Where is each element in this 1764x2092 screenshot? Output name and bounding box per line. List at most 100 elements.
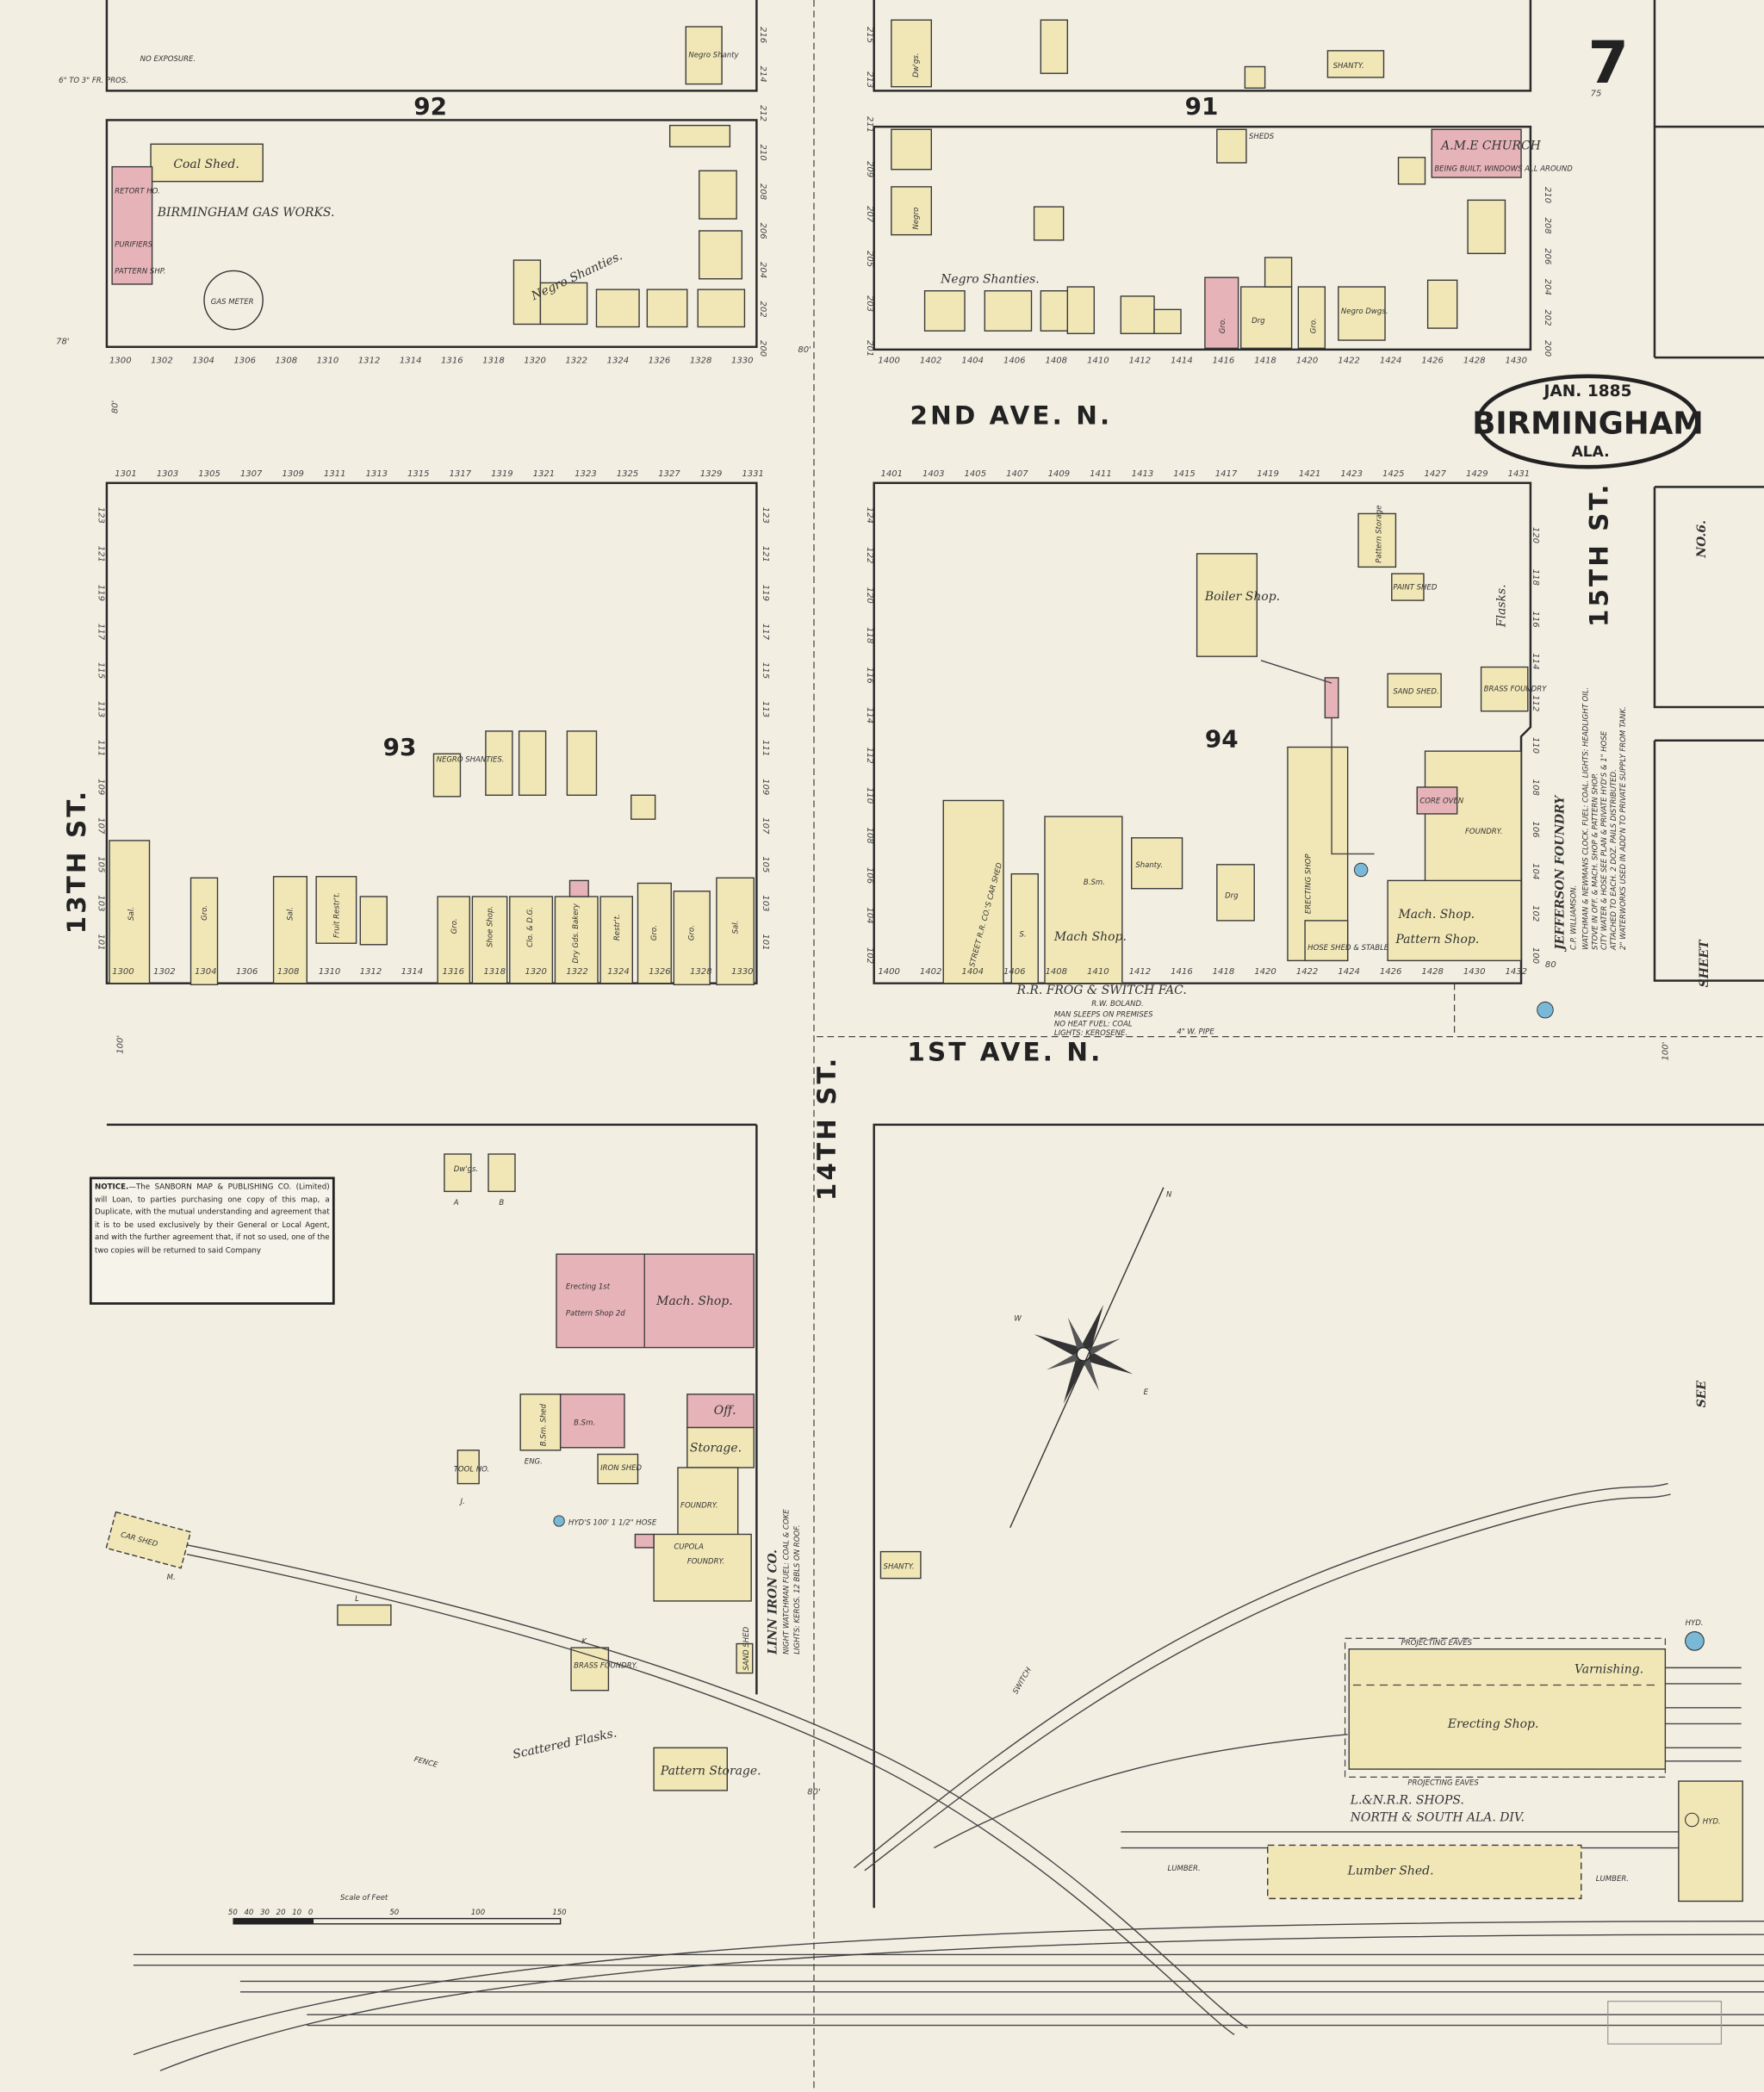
building-grocery[interactable] [637,882,672,984]
building-brass-foundry[interactable] [1480,666,1529,712]
building[interactable] [1264,257,1293,288]
building-foundry[interactable] [1424,750,1522,885]
building-restaurant[interactable] [599,896,634,984]
building[interactable] [699,170,737,220]
building-pattern-storage[interactable] [653,1747,728,1791]
building[interactable] [923,290,966,332]
building[interactable] [891,186,933,236]
building-hose-shed[interactable] [1304,920,1349,962]
label-sheet[interactable]: SHEET [1698,939,1711,987]
building-erecting-shop[interactable] [1348,1648,1667,1770]
building-oven[interactable] [568,879,589,897]
building-coal-shed[interactable] [150,143,264,183]
building[interactable] [359,896,388,946]
building[interactable] [668,124,731,148]
building-sand-shed[interactable] [736,1642,754,1674]
house-number: 118 [865,627,874,643]
building[interactable] [539,282,588,326]
building[interactable] [1010,872,1039,984]
label: Erecting 1st [566,1282,611,1291]
building-grocery[interactable] [673,891,711,985]
building-office[interactable] [686,1394,755,1429]
building-grocery[interactable] [437,896,471,984]
building-tank[interactable] [1324,677,1339,719]
building-dwelling[interactable] [1240,286,1293,350]
label-see[interactable]: SEE [1695,1381,1709,1408]
building-dry-goods-bakery[interactable] [554,896,599,984]
building-negro-shanty[interactable] [685,26,723,85]
building-shanty[interactable] [1326,50,1385,78]
building-sand-shed[interactable] [1387,673,1442,708]
building-fruit-restaurant[interactable] [315,876,357,944]
building-saloon[interactable] [716,877,755,985]
building-storage[interactable] [686,1426,755,1468]
building-ame-church[interactable] [1431,128,1522,178]
building-mach-shop[interactable] [556,1253,755,1349]
building-tool-house[interactable] [457,1450,480,1485]
building-saloon[interactable] [272,876,308,984]
building[interactable] [646,289,688,328]
label-sheet-no6[interactable]: NO.6. [1695,520,1709,558]
building-iron-shed[interactable] [597,1453,639,1485]
building-engine[interactable] [634,1533,655,1549]
building[interactable] [697,289,746,328]
building-shanty[interactable] [879,1550,922,1580]
building-core-oven[interactable] [1416,786,1458,815]
building[interactable] [485,730,513,796]
building-gas-works-retort[interactable] [111,165,153,285]
house-number: 103 [96,895,106,911]
building-car-shed[interactable] [105,1511,192,1569]
building[interactable] [1120,295,1155,334]
building[interactable] [630,794,656,820]
track [934,1667,1742,1849]
building-shanty[interactable] [1130,837,1183,890]
building-shoe-shop[interactable] [471,896,508,984]
building-paint-shed[interactable] [1391,573,1425,601]
building[interactable] [518,730,547,796]
building-boiler-shop[interactable] [1196,553,1258,657]
building-dwelling-b[interactable] [488,1153,516,1193]
building[interactable] [699,230,743,280]
building[interactable] [891,128,933,171]
building[interactable] [1066,286,1096,334]
building-dwelling-a[interactable] [444,1153,472,1193]
building[interactable] [566,730,598,796]
building[interactable] [1040,19,1069,74]
building-mach-pattern-shop[interactable] [1387,879,1522,962]
building-east[interactable] [1678,1780,1743,1903]
building-blacksmith[interactable] [559,1394,625,1449]
building-clothing[interactable] [509,896,554,984]
building-saloon[interactable] [109,840,151,984]
building-brass-foundry[interactable] [570,1647,610,1692]
house-number: 1309 [282,469,304,479]
building-foundry[interactable] [677,1467,739,1542]
building-lumber-shed[interactable] [1267,1844,1582,1900]
building-l[interactable] [337,1604,392,1626]
label: NEGRO SHANTIES. [437,756,505,765]
car-shed-m[interactable]: CAR SHED [105,1511,192,1569]
building[interactable] [1426,279,1458,329]
building[interactable] [1153,308,1182,334]
building[interactable] [1244,65,1266,89]
label: LIGHTS: KEROSENE. [1054,1029,1127,1038]
building-street-rr-car-shed[interactable] [942,799,1004,984]
building[interactable] [1397,157,1426,185]
label-gas-works: BIRMINGHAM GAS WORKS. [157,206,335,220]
building[interactable] [1033,206,1065,241]
house-number: 1403 [922,469,945,479]
building[interactable] [984,290,1033,332]
building[interactable] [1467,199,1506,255]
building-negro-dwgs[interactable] [1338,286,1386,341]
building[interactable] [432,753,462,798]
gas-meter-tank[interactable] [203,270,264,331]
building-machine-shop[interactable] [1044,816,1123,984]
building-foundry-2[interactable] [653,1533,752,1602]
building-pattern-storage[interactable] [1357,512,1397,568]
building-grocery[interactable] [1204,276,1239,350]
building-dwelling[interactable] [1216,864,1255,922]
building-dwgs[interactable] [891,19,933,88]
building-grocery[interactable] [189,877,219,985]
building-grocery[interactable] [1297,286,1326,350]
building[interactable] [595,289,640,328]
building[interactable] [1216,128,1247,164]
